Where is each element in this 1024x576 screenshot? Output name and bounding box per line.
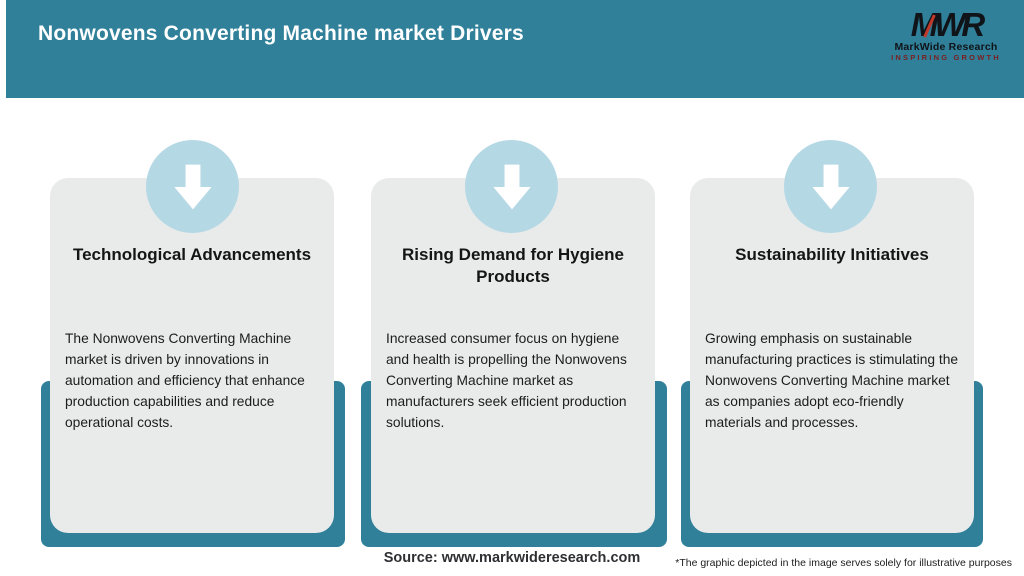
card-body: The Nonwovens Converting Machine market … bbox=[65, 331, 305, 430]
source-text: Source: www.markwideresearch.com bbox=[383, 550, 641, 566]
down-arrow-icon bbox=[492, 164, 531, 209]
logo-text: MWR bbox=[910, 6, 985, 43]
down-arrow-icon bbox=[173, 164, 212, 209]
down-arrow-badge bbox=[146, 140, 239, 233]
page-title: Nonwovens Converting Machine market Driv… bbox=[38, 22, 524, 45]
down-arrow-icon bbox=[811, 164, 850, 209]
logo-subtitle: MarkWide Research bbox=[894, 41, 998, 53]
driver-card-sustainability-initiatives: Sustainability Initiatives Growing empha… bbox=[690, 178, 974, 533]
disclaimer-text: *The graphic depicted in the image serve… bbox=[675, 557, 1012, 569]
card-body: Growing emphasis on sustainable manufact… bbox=[705, 331, 959, 430]
card-title: Rising Demand for Hygiene Products bbox=[402, 245, 624, 286]
down-arrow-badge bbox=[465, 140, 558, 233]
down-arrow-badge bbox=[784, 140, 877, 233]
header-bar: Nonwovens Converting Machine market Driv… bbox=[6, 0, 1024, 98]
driver-card-rising-demand-hygiene: Rising Demand for Hygiene Products Incre… bbox=[371, 178, 655, 533]
logo-tagline: INSPIRING GROWTH bbox=[891, 53, 1001, 62]
card-title: Sustainability Initiatives bbox=[735, 245, 929, 264]
driver-card-technological-advancements: Technological Advancements The Nonwovens… bbox=[50, 178, 334, 533]
card-body: Increased consumer focus on hygiene and … bbox=[386, 331, 627, 430]
brand-logo: MWR MarkWide Research INSPIRING GROWTH bbox=[886, 8, 1006, 70]
card-title: Technological Advancements bbox=[72, 245, 312, 264]
